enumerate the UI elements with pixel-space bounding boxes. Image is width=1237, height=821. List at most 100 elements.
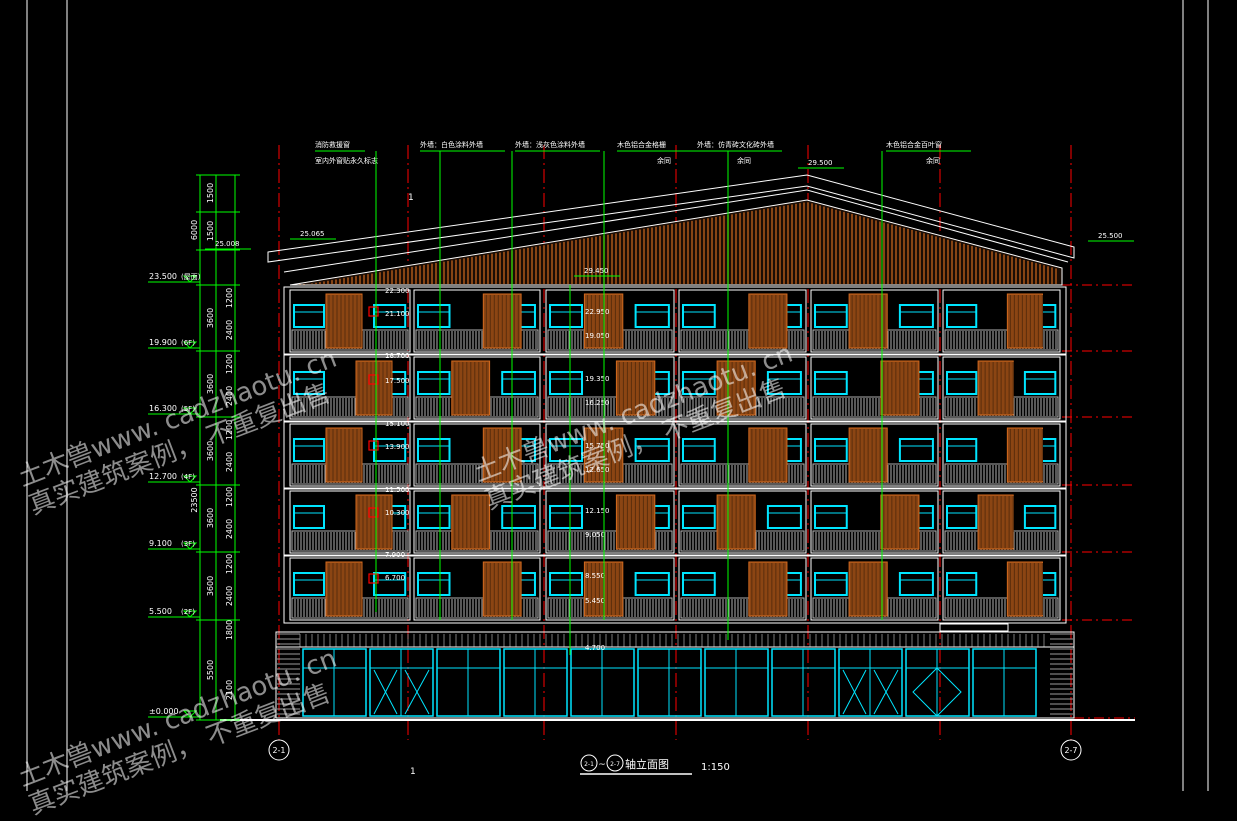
dimension-inner: 2400: [225, 519, 234, 539]
center-mark: 8.550: [585, 572, 605, 580]
eave-level-left-b: 25.008: [215, 240, 240, 248]
timber-louver: [977, 360, 1014, 416]
timber-louver: [355, 494, 393, 550]
bay-frame: [545, 423, 675, 487]
roof-eave-band: [267, 174, 1075, 263]
railing-frame: [812, 396, 937, 418]
level-value: 23.500: [149, 272, 177, 281]
level-triangle: [182, 407, 198, 415]
window: [549, 505, 583, 529]
callout-line2: 余同: [737, 156, 751, 165]
bay-frame: [810, 557, 939, 621]
window: [766, 371, 802, 395]
dimension-inner: 2400: [225, 386, 234, 406]
window: [417, 304, 451, 328]
floor-band: [283, 286, 1067, 356]
inner-roof-level: 29.450: [584, 267, 609, 275]
upper-floors: [283, 286, 1067, 624]
window: [682, 572, 716, 596]
level-triangle: [182, 341, 198, 349]
bay-frame: [545, 490, 675, 554]
window: [814, 304, 848, 328]
dimension-mid: 5500: [206, 660, 215, 680]
railing-frame: [415, 329, 539, 351]
dimension-inner: 1200: [225, 288, 234, 308]
bay-frame: [942, 490, 1061, 554]
callout-line2: 室内外窗贴永久标志: [315, 156, 378, 165]
window: [814, 505, 848, 529]
window: [946, 438, 978, 462]
level-value: 9.100: [149, 539, 172, 548]
axis-label-left: 2-1: [272, 746, 285, 755]
window: [814, 438, 848, 462]
callout-line1: 消防救援窗: [315, 140, 350, 149]
dimension-inner: 2400: [225, 320, 234, 340]
dimension-mid: 3600: [206, 374, 215, 394]
center-mark: 15.750: [585, 442, 610, 450]
sill-mark: 11.500: [385, 486, 410, 494]
window: [946, 505, 978, 529]
window: [634, 438, 670, 462]
ground-floor: [220, 623, 1135, 721]
window: [373, 572, 407, 596]
sill-mark: 15.100: [385, 420, 410, 428]
center-mark: 22.950: [585, 308, 610, 316]
entry-door: [912, 667, 962, 717]
section-mark-top: 1: [408, 193, 414, 203]
timber-louver: [325, 293, 363, 349]
level-value: 12.700: [149, 472, 177, 481]
window: [898, 572, 934, 596]
material-callouts: 消防救援窗室内外窗贴永久标志外墙：白色涂料外墙外墙：浅灰色涂料外墙木色铝合金格栅…: [315, 140, 971, 640]
window: [501, 505, 536, 529]
window: [682, 438, 716, 462]
bay-frame: [810, 490, 939, 554]
level-note: (4F): [181, 473, 195, 481]
dimension-inner: 1200: [225, 420, 234, 440]
fire-rescue-marker: [368, 440, 379, 451]
drawing-title: 轴立面图: [625, 757, 669, 771]
bay-frame: [545, 289, 675, 353]
timber-louver: [977, 494, 1014, 550]
bay-frame: [289, 557, 411, 621]
railing-frame: [291, 530, 409, 552]
level-triangle: [182, 475, 198, 483]
center-mark: 5.450: [585, 597, 605, 605]
callout-line1: 外墙：白色涂料外墙: [420, 140, 483, 149]
fire-rescue-marker: [368, 306, 379, 317]
center-mark: 4.700: [585, 644, 605, 652]
level-triangle: [182, 710, 198, 718]
bay-frame: [289, 289, 411, 353]
window: [634, 572, 670, 596]
callout-line2: 余同: [926, 156, 940, 165]
window: [417, 505, 451, 529]
bay-frame: [545, 557, 675, 621]
ridge-level: 29.500: [808, 159, 833, 167]
dimension-inner: 2400: [225, 586, 234, 606]
roof-gable: [267, 174, 1075, 286]
storefront-panel: [838, 648, 903, 717]
door-leaf: [373, 669, 430, 715]
window: [946, 572, 978, 596]
bay-frame: [942, 289, 1061, 353]
level-triangle: [182, 610, 198, 618]
sill-mark: 21.100: [385, 310, 410, 318]
eave-level-right: 25.500: [1098, 232, 1123, 240]
sill-mark: 18.700: [385, 352, 410, 360]
railing-frame: [680, 597, 805, 619]
balcony-railing: [680, 597, 805, 619]
level-note: (6F): [181, 339, 195, 347]
window: [549, 572, 583, 596]
dimension-inner: 1200: [225, 354, 234, 374]
railing-frame: [812, 530, 937, 552]
sill-mark: 6.700: [385, 574, 405, 582]
storefront-panel: [570, 648, 635, 717]
center-mark: 19.050: [585, 332, 610, 340]
dimension-mid: 3600: [206, 308, 215, 328]
timber-louver: [1006, 561, 1043, 617]
canopy: [939, 623, 1009, 632]
level-note: (5F): [181, 405, 195, 413]
window: [501, 371, 536, 395]
level-triangle: [182, 275, 198, 283]
dimension-outer: 23500: [190, 487, 199, 512]
window: [417, 572, 451, 596]
